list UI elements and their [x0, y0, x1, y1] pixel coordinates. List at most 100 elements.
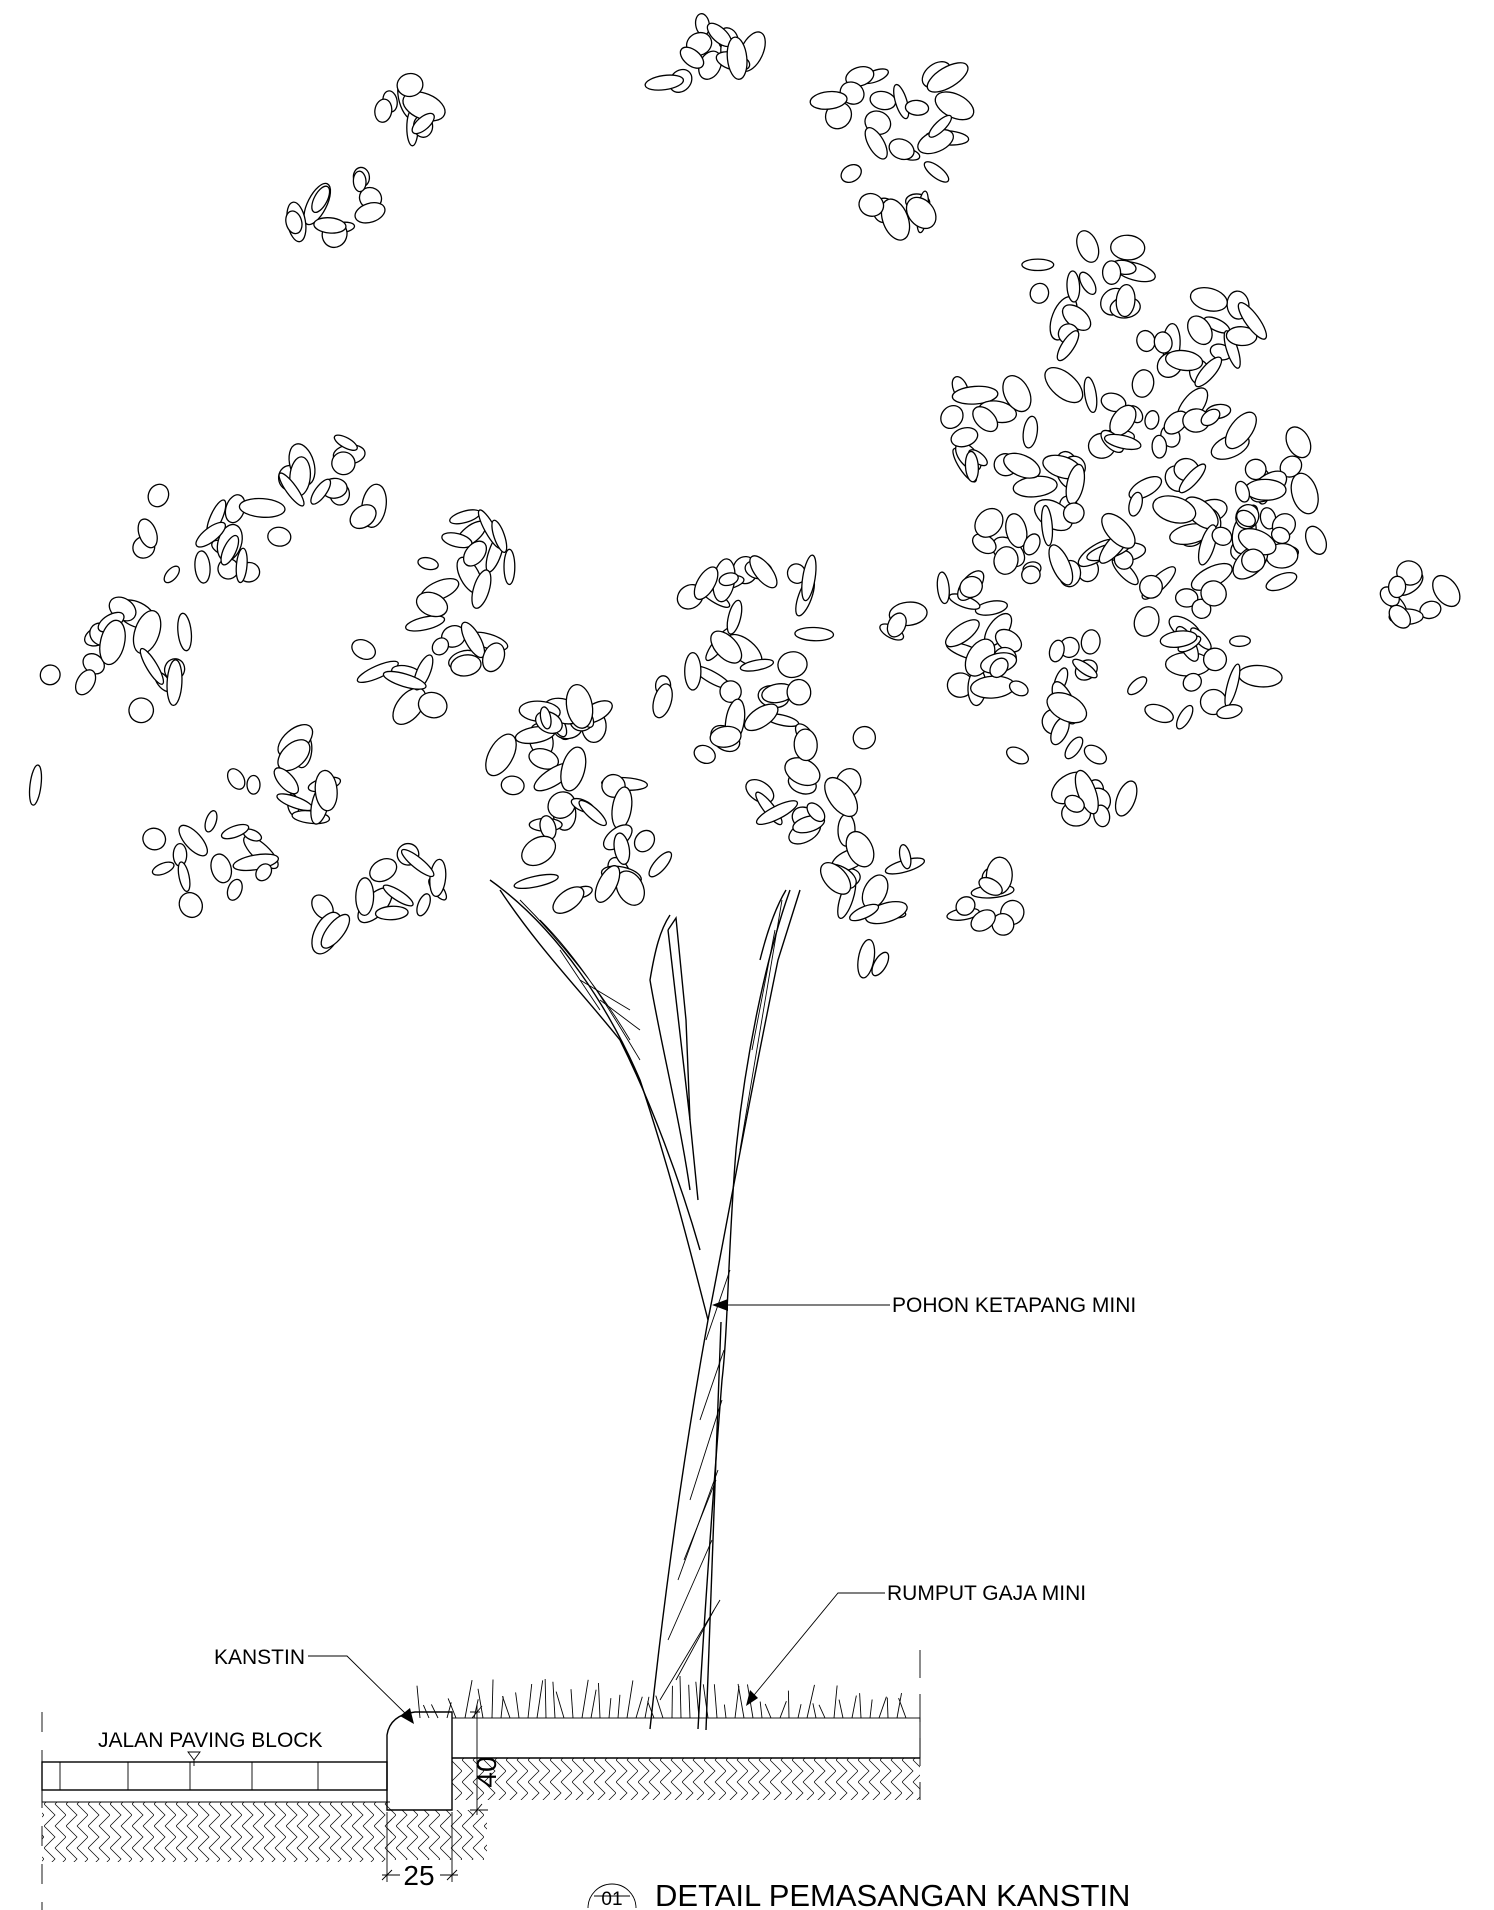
leaf-shape — [1387, 575, 1407, 599]
leaf-shape — [743, 703, 779, 732]
leaf-shape — [503, 548, 516, 586]
leaf-shape — [644, 74, 685, 91]
leaf-shape — [220, 534, 240, 566]
leader-grass — [746, 1592, 885, 1706]
leaf-shape — [749, 555, 778, 589]
detail-number: 01 — [601, 1889, 622, 1910]
leaf-shape — [904, 99, 930, 116]
grass-blade — [779, 1701, 787, 1719]
leaf-shape — [139, 647, 165, 685]
leaf-shape — [1078, 271, 1097, 296]
leaf-shape — [1200, 408, 1221, 427]
leaf-shape — [1216, 704, 1243, 720]
leaf-shape — [1236, 509, 1256, 528]
dimension-height: 40 — [470, 1705, 502, 1817]
leaf-shape — [652, 683, 673, 719]
leaf-shape — [528, 747, 560, 770]
detail-title: 01 DETAIL PEMASANGAN KANSTIN — [587, 1878, 1130, 1910]
leaf-shape — [369, 858, 398, 883]
leaf-shape — [491, 519, 508, 554]
leaf-shape — [950, 426, 979, 448]
leaf-shape — [28, 764, 43, 806]
leaf-shape — [204, 810, 218, 833]
leaf-shape — [1388, 604, 1412, 629]
leaf-shape — [1183, 496, 1219, 530]
leaf-shape — [177, 612, 193, 652]
leaf-shape — [1144, 410, 1160, 430]
leaf-shape — [857, 938, 876, 979]
grass-blade — [655, 1695, 664, 1719]
leaf-shape — [1022, 533, 1041, 556]
leaf-shape — [354, 202, 386, 224]
grass-blade — [833, 1685, 838, 1719]
grass-blade — [473, 1699, 479, 1719]
leaf-shape — [382, 670, 427, 690]
leaf-shape — [974, 507, 1004, 538]
leaf-shape — [951, 385, 999, 405]
leaf-shape — [471, 569, 492, 609]
leaf-shape — [238, 497, 286, 518]
leaf-shape — [1164, 349, 1204, 372]
grass-blade — [878, 1696, 887, 1719]
leaf-shape — [351, 638, 376, 661]
leaf-shape — [923, 161, 950, 183]
leaf-shape — [1244, 478, 1287, 501]
leaf-shape — [1151, 434, 1168, 459]
leaf-shape — [1152, 495, 1197, 524]
leaf-shape — [824, 776, 859, 818]
detail-title-text: DETAIL PEMASANGAN KANSTIN — [655, 1878, 1130, 1910]
leaf-shape — [220, 823, 250, 840]
leaf-shape — [819, 861, 852, 895]
leaf-shape — [852, 725, 877, 750]
leaf-shape — [928, 114, 953, 138]
label-tree: POHON KETAPANG MINI — [892, 1294, 1136, 1317]
leaf-shape — [726, 36, 748, 80]
grass-blade — [702, 1684, 709, 1719]
leaf-shape — [1062, 502, 1085, 524]
grass-blade — [446, 1702, 452, 1719]
leaf-shape — [845, 66, 875, 87]
label-paving: JALAN PAVING BLOCK — [98, 1729, 322, 1752]
dimension-width: 25 — [381, 1812, 458, 1891]
tree-canopy — [28, 13, 1461, 979]
leaf-shape — [845, 830, 875, 868]
leaf-shape — [1224, 411, 1257, 450]
leaf-shape — [226, 878, 243, 901]
leaf-shape — [178, 824, 209, 857]
leaf-shape — [1048, 544, 1074, 586]
grass-blade — [544, 1679, 547, 1719]
leaf-shape — [970, 909, 996, 932]
leaf-shape — [1008, 680, 1029, 697]
grass-blade — [527, 1683, 533, 1719]
leaf-shape — [858, 192, 885, 217]
leaf-shape — [417, 556, 439, 571]
grass-blade — [869, 1699, 873, 1719]
grass-blade — [838, 1699, 844, 1719]
leaf-shape — [485, 733, 517, 777]
leaf-shape — [1021, 565, 1041, 585]
dimension-width-value: 25 — [403, 1860, 434, 1891]
leaf-shape — [1432, 574, 1461, 608]
grass-blade — [501, 1695, 511, 1719]
leaf-shape — [926, 62, 969, 93]
leaf-shape — [1064, 794, 1085, 813]
grass-blade — [898, 1697, 907, 1719]
leaf-shape — [1224, 663, 1241, 707]
leaf-shape — [1241, 548, 1266, 573]
grass-blade — [536, 1680, 544, 1719]
leaf-shape — [235, 547, 248, 584]
grass-blade — [764, 1703, 772, 1719]
leaf-shape — [864, 127, 888, 160]
leaf-shape — [232, 853, 280, 872]
leaf-shape — [809, 90, 848, 110]
leaf-shape — [684, 651, 702, 691]
leaf-shape — [400, 848, 435, 878]
leaf-shape — [893, 83, 910, 120]
leaf-shape — [869, 90, 897, 111]
leaf-shape — [1074, 769, 1099, 815]
leaf-shape — [355, 877, 375, 917]
leaf-shape — [552, 886, 585, 914]
leaf-shape — [310, 478, 332, 505]
leaf-shape — [267, 526, 292, 547]
grass-blade — [416, 1685, 421, 1719]
